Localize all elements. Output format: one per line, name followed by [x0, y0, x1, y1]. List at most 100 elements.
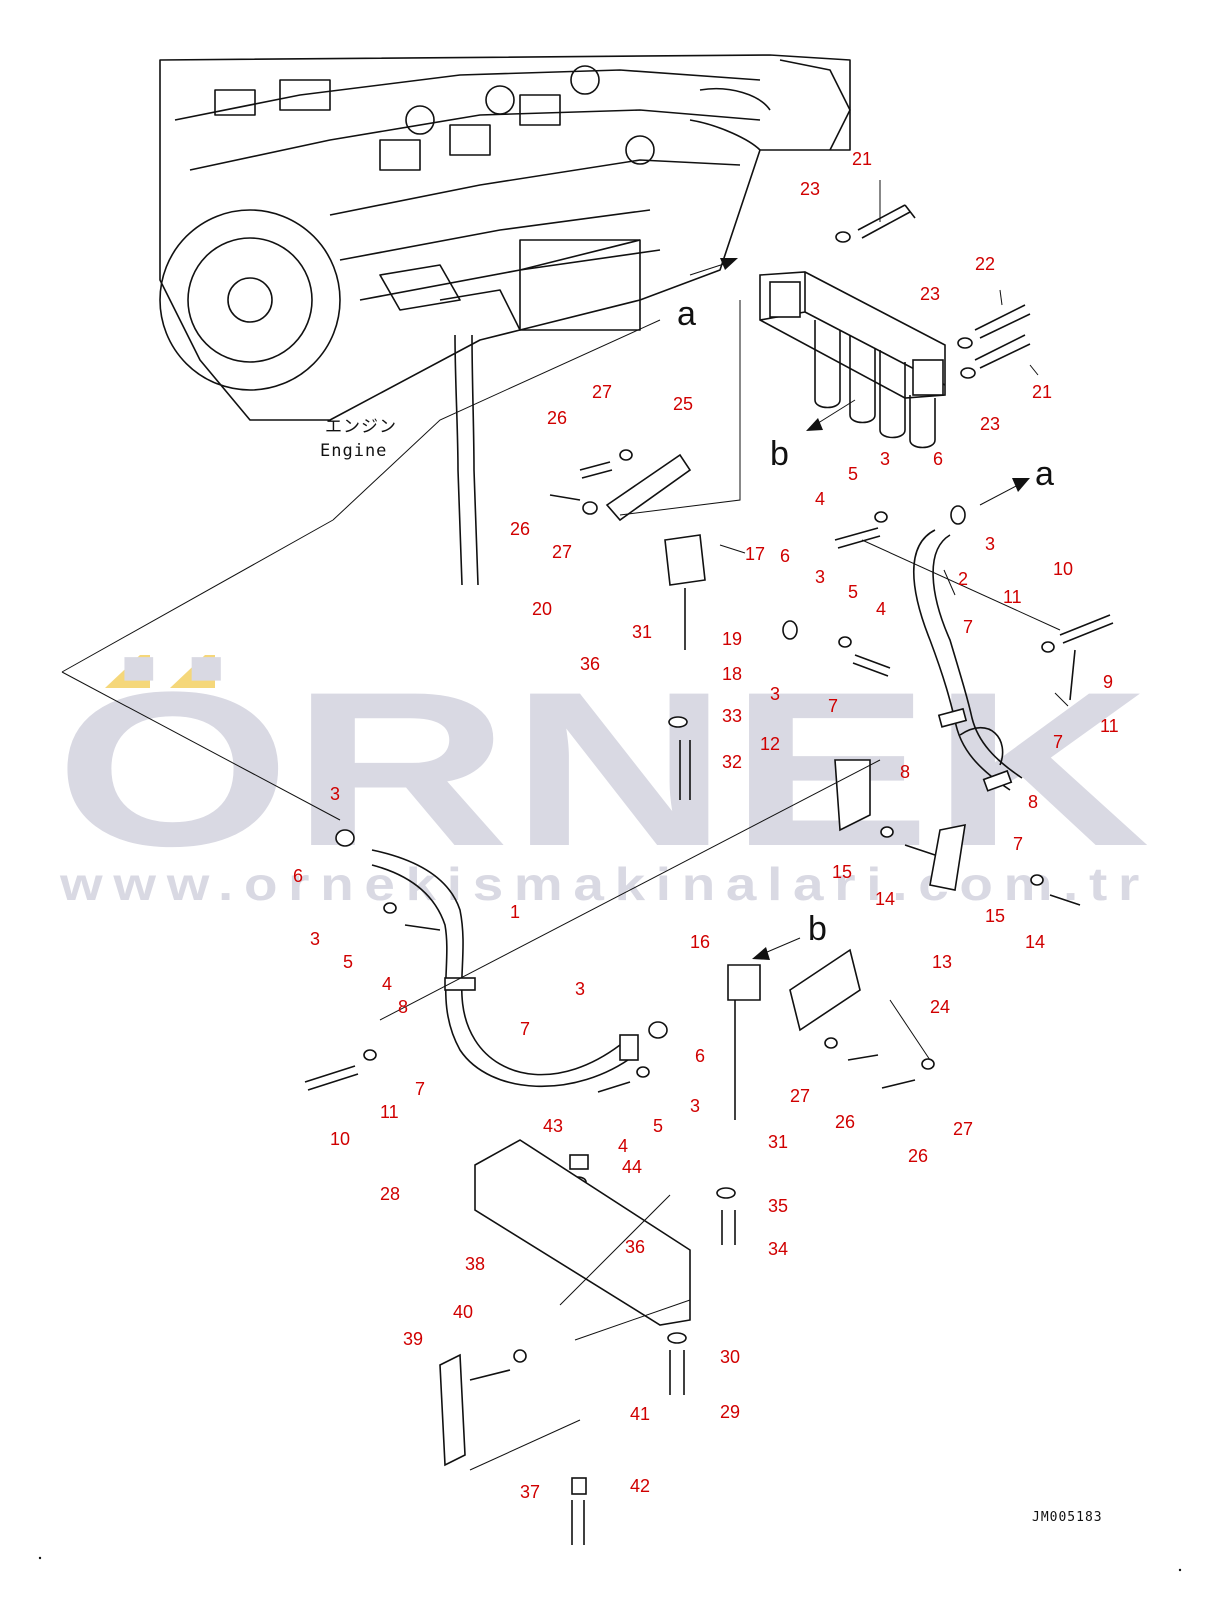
callout-21: 21 — [1032, 382, 1052, 402]
callout-25: 25 — [673, 394, 693, 414]
callout-7: 7 — [415, 1079, 425, 1099]
callout-5: 5 — [848, 582, 858, 602]
callout-11: 11 — [380, 1102, 399, 1122]
callout-8: 8 — [398, 997, 408, 1017]
callout-20: 20 — [532, 599, 552, 619]
engine-illustration — [159, 54, 851, 586]
callout-numbers: 21 23 22 23 21 23 27 25 26 26 27 17 20 3… — [293, 149, 1119, 1502]
callout-41: 41 — [630, 1404, 650, 1424]
callout-6: 6 — [933, 449, 943, 469]
callout-3: 3 — [310, 929, 320, 949]
callout-42: 42 — [630, 1476, 650, 1496]
callout-28: 28 — [380, 1184, 400, 1204]
filter-assembly — [759, 271, 946, 449]
callout-1: 1 — [510, 902, 520, 922]
callout-17: 17 — [745, 544, 765, 564]
callout-24: 24 — [930, 997, 950, 1017]
hose-1 — [371, 849, 639, 1088]
callout-33: 33 — [722, 706, 742, 726]
callout-12: 12 — [760, 734, 780, 754]
engine-label-jp: エンジン — [325, 417, 397, 437]
callout-39: 39 — [403, 1329, 423, 1349]
callout-3: 3 — [985, 534, 995, 554]
callout-19: 19 — [722, 629, 742, 649]
callout-22: 22 — [975, 254, 995, 274]
callout-11: 11 — [1100, 716, 1119, 736]
callout-11: 11 — [1003, 587, 1022, 607]
callout-2: 2 — [958, 569, 968, 589]
callout-21: 21 — [852, 149, 872, 169]
callout-7: 7 — [1053, 732, 1063, 752]
watermark-url: www.ornekismakinalari.com.tr — [59, 858, 1150, 910]
callout-8: 8 — [900, 762, 910, 782]
callout-15: 15 — [985, 906, 1005, 926]
callout-36: 36 — [580, 654, 600, 674]
reference-arrows — [689, 258, 1030, 960]
ref-letter-a-engine: a — [677, 295, 696, 333]
corner-dot-left — [38, 1556, 42, 1560]
callout-40: 40 — [453, 1302, 473, 1322]
ref-letter-a-hose: a — [1035, 455, 1054, 493]
callout-4: 4 — [382, 974, 392, 994]
callout-43: 43 — [543, 1116, 563, 1136]
watermark-accent-right — [170, 655, 215, 688]
callout-16: 16 — [690, 932, 710, 952]
callout-5: 5 — [848, 464, 858, 484]
watermark-brand: ÖRNEK — [55, 646, 1150, 892]
callout-7: 7 — [1013, 834, 1023, 854]
hose-2 — [912, 529, 1023, 792]
callout-27: 27 — [552, 542, 572, 562]
callout-31: 31 — [768, 1132, 788, 1152]
callout-35: 35 — [768, 1196, 788, 1216]
callout-26: 26 — [908, 1146, 928, 1166]
callout-26: 26 — [547, 408, 567, 428]
leader-lines — [61, 180, 1069, 1471]
callout-3: 3 — [330, 784, 340, 804]
callout-3: 3 — [880, 449, 890, 469]
engine-label-en: Engine — [320, 441, 387, 461]
callout-3: 3 — [575, 979, 585, 999]
callout-5: 5 — [343, 952, 353, 972]
callout-4: 4 — [815, 489, 825, 509]
watermark-accent-left — [105, 655, 150, 688]
callout-37: 37 — [520, 1482, 540, 1502]
callout-14: 14 — [1025, 932, 1045, 952]
callout-27: 27 — [592, 382, 612, 402]
callout-3: 3 — [690, 1096, 700, 1116]
callout-6: 6 — [780, 546, 790, 566]
callout-23: 23 — [980, 414, 1000, 434]
callout-38: 38 — [465, 1254, 485, 1274]
callout-26: 26 — [510, 519, 530, 539]
callout-18: 18 — [722, 664, 742, 684]
callout-6: 6 — [695, 1046, 705, 1066]
callout-23: 23 — [920, 284, 940, 304]
callout-23: 23 — [800, 179, 820, 199]
ref-letter-b-mount: b — [808, 910, 827, 948]
watermark: ÖRNEK www.ornekismakinalari.com.tr — [55, 646, 1150, 910]
callout-27: 27 — [790, 1086, 810, 1106]
callout-4: 4 — [876, 599, 886, 619]
callout-15: 15 — [832, 862, 852, 882]
callout-8: 8 — [1028, 792, 1038, 812]
callout-30: 30 — [720, 1347, 740, 1367]
callout-7: 7 — [828, 696, 838, 716]
callout-14: 14 — [875, 889, 895, 909]
callout-9: 9 — [1103, 672, 1113, 692]
callout-7: 7 — [520, 1019, 530, 1039]
callout-27: 27 — [953, 1119, 973, 1139]
callout-10: 10 — [1053, 559, 1073, 579]
callout-36: 36 — [625, 1237, 645, 1257]
callout-32: 32 — [722, 752, 742, 772]
callout-5: 5 — [653, 1116, 663, 1136]
callout-4: 4 — [618, 1136, 628, 1156]
drawing-code: JM005183 — [1032, 1510, 1103, 1525]
callout-26: 26 — [835, 1112, 855, 1132]
callout-10: 10 — [330, 1129, 350, 1149]
ref-letter-b-filter: b — [770, 435, 789, 473]
callout-34: 34 — [768, 1239, 788, 1259]
callout-13: 13 — [932, 952, 952, 972]
callout-3: 3 — [770, 684, 780, 704]
callout-7: 7 — [963, 617, 973, 637]
hardware — [304, 204, 1114, 1545]
